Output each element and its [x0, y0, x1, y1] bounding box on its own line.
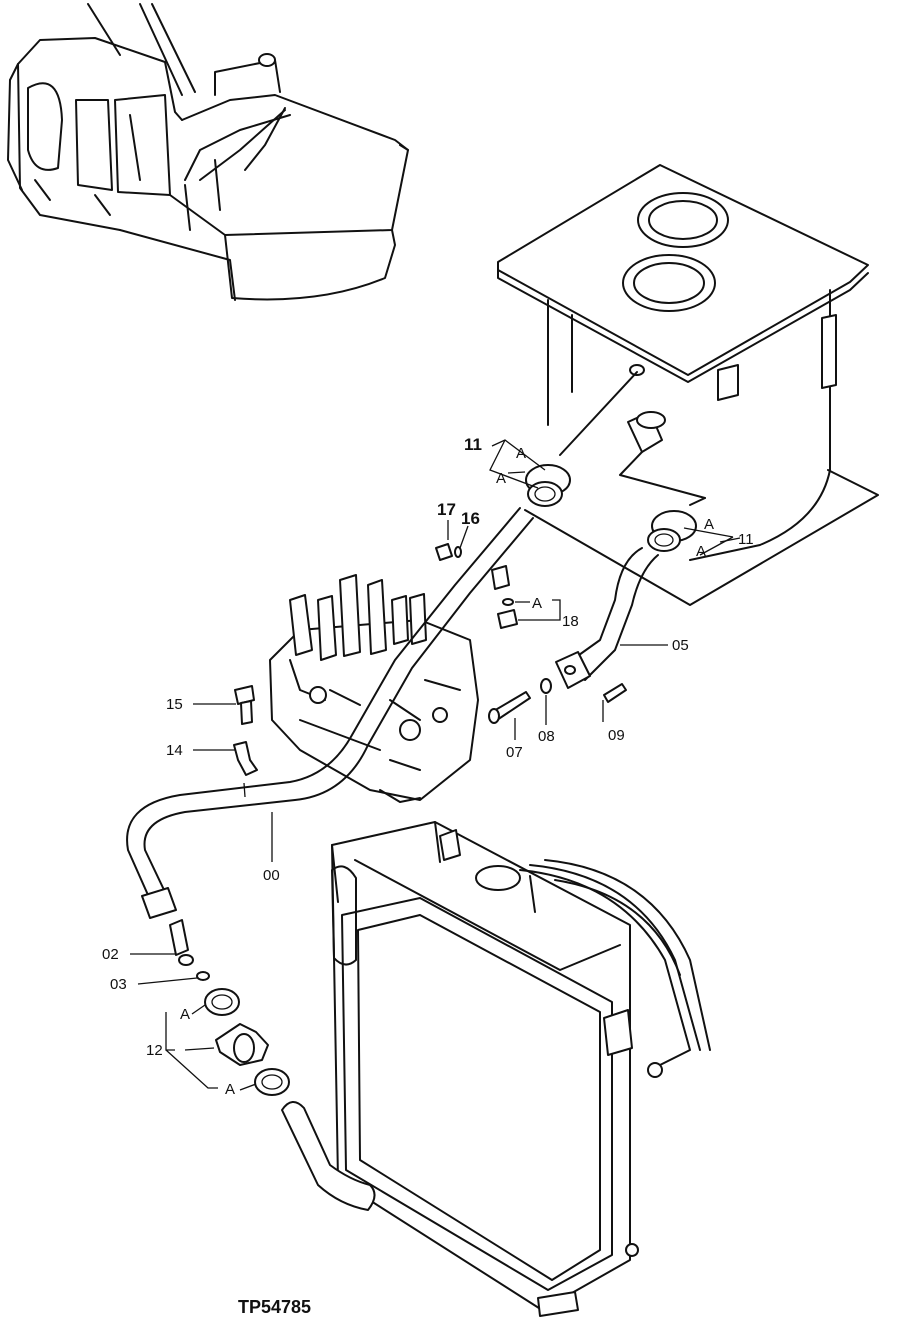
excavator-overview-illustration	[7, 3, 409, 301]
callout-09: 09	[608, 727, 625, 744]
small-parts-illustration	[169, 543, 627, 1096]
callout-15: 15	[166, 696, 183, 713]
callout-00: 00	[263, 867, 280, 884]
callout-12: 12	[146, 1042, 163, 1059]
callout-07: 07	[506, 744, 523, 761]
radiator-illustration	[281, 821, 711, 1317]
callout-14: 14	[166, 742, 183, 759]
callout-a-marker: A	[225, 1081, 235, 1098]
callout-a-marker: A	[516, 445, 526, 462]
hose-00-illustration	[126, 507, 534, 919]
callout-03: 03	[110, 976, 127, 993]
callout-05: 05	[672, 637, 689, 654]
callout-17: 17	[437, 500, 456, 519]
callout-11-top: 11	[464, 435, 482, 454]
callout-a-marker: A	[496, 470, 506, 487]
callout-a-marker: A	[704, 516, 714, 533]
drawing-reference: TP54785	[238, 1297, 311, 1317]
callout-a-marker: A	[696, 543, 706, 560]
callout-a-marker: A	[532, 595, 542, 612]
callout-a-marker: A	[180, 1006, 190, 1023]
control-valve-illustration	[269, 574, 479, 803]
callout-08: 08	[538, 728, 555, 745]
hose-05-illustration	[555, 547, 659, 689]
clamp-11-right	[647, 510, 697, 552]
callout-02: 02	[102, 946, 119, 963]
callout-18: 18	[562, 613, 579, 630]
callout-16: 16	[461, 509, 480, 528]
leader-lines	[130, 439, 741, 1091]
callout-11-right: 11	[738, 531, 754, 548]
callout-labels: 11 A A 17 16 A 11 A A 18 05 15 14 07 08 …	[102, 435, 754, 1098]
hydraulic-tank-illustration	[497, 164, 879, 606]
